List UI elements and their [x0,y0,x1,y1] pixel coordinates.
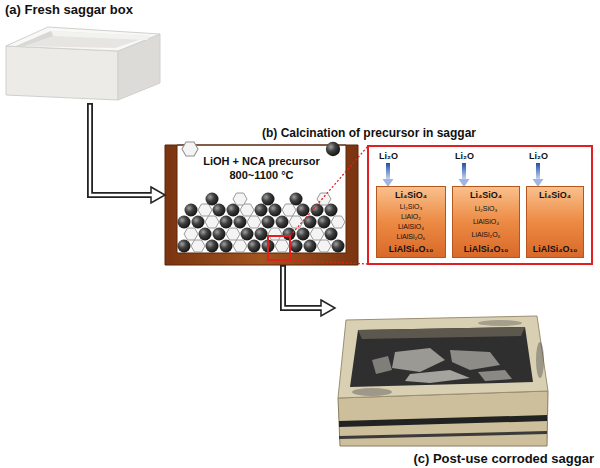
diffusion-arrows [383,163,544,187]
saggar-section [165,145,358,265]
phase-formula: LiAlSiO₄ [473,218,499,226]
panel-heading: (a) Fresh saggar box [5,2,133,17]
phase-formula: LiAlSi₄O₁₀ [389,244,434,254]
phase-formula: LiAlSi₄O₁₀ [464,244,509,254]
phase-formula: Li₄SiO₄ [470,190,502,200]
panel-heading: (b) Calcination of precursor in saggar [262,126,476,140]
phase-formula: Li₂SiO₃ [400,203,423,211]
panel-heading: (c) Post-use corroded saggar [413,451,594,466]
phase-formula: Li₄SiO₄ [539,190,571,200]
species-label: Li₂O [379,151,398,161]
phase-formula: LiAlSi₄O₁₀ [533,244,578,254]
process-arrow [283,265,335,316]
phase-formula: LiAlSi₂O₆ [397,233,426,241]
phase-formula: LiAlO₂ [401,213,421,221]
species-label: Li₂O [529,151,548,161]
process-arrow [90,103,165,203]
saggar-crucible: LiOH + NCA precursor800~1100 °C(b) Calci… [165,145,358,265]
process-label: LiOH + NCA precursor [203,154,320,168]
photo-frame: (c) Post-use corroded saggar [335,298,597,466]
process-label: 800~1100 °C [229,168,293,182]
corroded-saggar-photo [338,316,548,446]
phase-formula: Li₄SiO₄ [395,190,427,200]
fresh-saggar-photo [6,27,160,100]
particle-icons [182,142,340,156]
phase-panel: Li₂OLi₄SiO₄Li₂SiO₃LiAlO₂LiAlSiO₄LiAlSi₂O… [376,186,446,258]
phase-panel: Li₂OLi₄SiO₄Li₂SiO₃LiAlSiO₄LiAlSi₂O₆LiAlS… [452,186,520,258]
phase-panel: Li₂OLi₄SiO₄LiAlSi₄O₁₀ [526,186,584,258]
phase-formula: Li₂SiO₃ [475,205,498,213]
species-label: Li₂O [455,151,474,161]
phase-formula: LiAlSiO₄ [398,223,424,231]
text-group: LiOH + NCA precursor800~1100 °C [177,154,346,182]
photo-frame: (a) Fresh saggar box [3,2,165,103]
phase-formula: LiAlSi₂O₆ [472,231,501,239]
